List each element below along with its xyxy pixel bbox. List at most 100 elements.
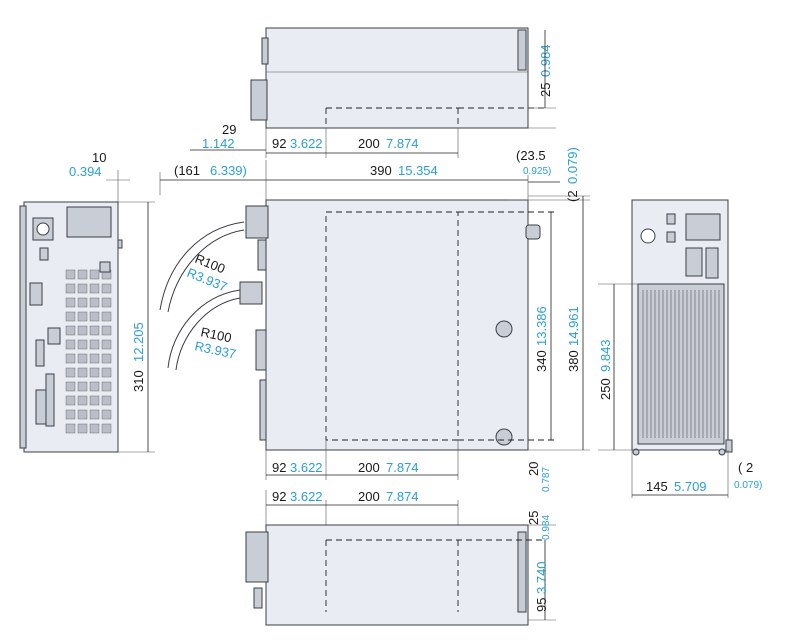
dim-top-height-mm: 25 xyxy=(538,83,553,97)
dim-bend-r-mm-2: R100 xyxy=(199,324,233,345)
vent-slot xyxy=(101,339,112,350)
vent-slot xyxy=(77,325,88,336)
dim-hole-pitch-in: 13.386 xyxy=(534,306,549,346)
vent-slot xyxy=(101,325,112,336)
top-view xyxy=(250,27,556,129)
vent-slot xyxy=(65,311,76,322)
vent-slot xyxy=(101,409,112,420)
vent-slot xyxy=(101,381,112,392)
dim-cable-len-mm: (161 xyxy=(174,163,200,178)
vent-slot xyxy=(101,395,112,406)
main-view-hole-pattern xyxy=(325,211,459,441)
dim-right-gap-mm: (23.5 xyxy=(516,148,546,163)
dim-height-in: 12.205 xyxy=(131,322,146,362)
dim-height-mm: 310 xyxy=(131,370,146,392)
vent-slot xyxy=(89,367,100,378)
back-view-vent-panel xyxy=(637,283,725,445)
main-view-connector-top xyxy=(245,205,269,239)
dim-back-gap-in: 0.079) xyxy=(734,480,762,491)
vent-slot xyxy=(101,353,112,364)
dim-width-in: 15.354 xyxy=(398,163,438,178)
dim-right-gap-in: 0.925) xyxy=(523,166,551,177)
vent-slot xyxy=(77,409,88,420)
vent-slot xyxy=(65,367,76,378)
vent-slot xyxy=(101,311,112,322)
left-view-vent-grid xyxy=(65,269,112,434)
dim-hole-span-in-main: 7.874 xyxy=(386,460,419,475)
dim-hole-span-mm-bottom: 200 xyxy=(358,489,380,504)
dim-width-mm: 390 xyxy=(370,163,392,178)
dim-bottom-top-in: 0.984 xyxy=(541,515,552,540)
vent-slot xyxy=(89,283,100,294)
vent-slot xyxy=(89,381,100,392)
dim-back-w-in: 5.709 xyxy=(674,479,707,494)
dim-side-depth-mm: 10 xyxy=(92,150,106,165)
bottom-view-body xyxy=(265,524,529,626)
vent-slot xyxy=(89,297,100,308)
vent-slot xyxy=(65,325,76,336)
left-side-view xyxy=(19,201,123,453)
bottom-view-connector xyxy=(245,531,269,583)
dim-cable-len-in: 6.339) xyxy=(210,163,247,178)
dim-top-height-in: 0.984 xyxy=(538,44,553,77)
vent-slot xyxy=(101,283,112,294)
vent-slot xyxy=(65,395,76,406)
main-view-body xyxy=(265,199,529,451)
dim-hole-span-mm-top: 200 xyxy=(358,136,380,151)
dim-bottom-gap-mm: 20 xyxy=(526,462,541,476)
dim-vent-h-mm: 250 xyxy=(598,378,613,400)
dim-depth-in: 14.961 xyxy=(566,306,581,346)
main-view-latch xyxy=(525,224,541,240)
back-view xyxy=(631,199,733,456)
dim-hole-x-mm-top: 92 xyxy=(272,136,286,151)
vent-slot xyxy=(77,381,88,392)
vent-slot xyxy=(89,423,100,434)
dim-bottom-h-mm: 95 xyxy=(534,598,549,612)
vent-slot xyxy=(65,297,76,308)
dim-bottom-gap-in: 0.787 xyxy=(541,467,552,492)
vent-slot xyxy=(65,381,76,392)
vent-slot xyxy=(77,353,88,364)
main-view-connector-mid xyxy=(239,281,263,305)
main-view xyxy=(239,199,555,451)
vent-slot xyxy=(89,339,100,350)
main-view-screw-1 xyxy=(495,320,513,338)
vent-slot xyxy=(89,395,100,406)
main-view-screw-2 xyxy=(495,428,513,446)
dim-hole-x-in-top: 3.622 xyxy=(290,136,323,151)
dim-bottom-h-in: 3.740 xyxy=(534,561,549,594)
dim-hole-span-mm-main: 200 xyxy=(358,460,380,475)
vent-slot xyxy=(65,353,76,364)
dim-hole-x-in-main: 3.622 xyxy=(290,460,323,475)
dim-bottom-top-mm: 25 xyxy=(526,511,541,525)
vent-slot xyxy=(89,325,100,336)
dim-hole-x-mm-main: 92 xyxy=(272,460,286,475)
vent-slot xyxy=(77,395,88,406)
vent-slot xyxy=(65,283,76,294)
left-view-panel xyxy=(66,206,112,238)
cable-upper xyxy=(159,221,245,311)
dim-top-gap-in: 0.079) xyxy=(565,147,580,184)
vent-slot xyxy=(65,423,76,434)
dim-top-gap-mm: (2 xyxy=(565,190,580,202)
dim-offset29-in: 1.142 xyxy=(202,136,235,151)
dim-hole-span-in-bottom: 7.874 xyxy=(386,489,419,504)
vent-slot xyxy=(77,423,88,434)
vent-slot xyxy=(77,339,88,350)
cable-lower xyxy=(167,289,241,369)
vent-slot xyxy=(65,339,76,350)
vent-slot xyxy=(77,367,88,378)
dim-hole-x-mm-bottom: 92 xyxy=(272,489,286,504)
dim-vent-h-in: 9.843 xyxy=(598,339,613,372)
dim-hole-span-in-top: 7.874 xyxy=(386,136,419,151)
vent-slot xyxy=(101,367,112,378)
dim-side-depth-in: 0.394 xyxy=(69,164,102,179)
vent-slot xyxy=(89,409,100,420)
back-view-knob xyxy=(640,228,656,244)
vent-slot xyxy=(77,297,88,308)
vent-slot xyxy=(77,269,88,280)
vent-slot xyxy=(101,423,112,434)
vent-slot xyxy=(65,409,76,420)
dim-back-w-mm: 145 xyxy=(646,479,668,494)
